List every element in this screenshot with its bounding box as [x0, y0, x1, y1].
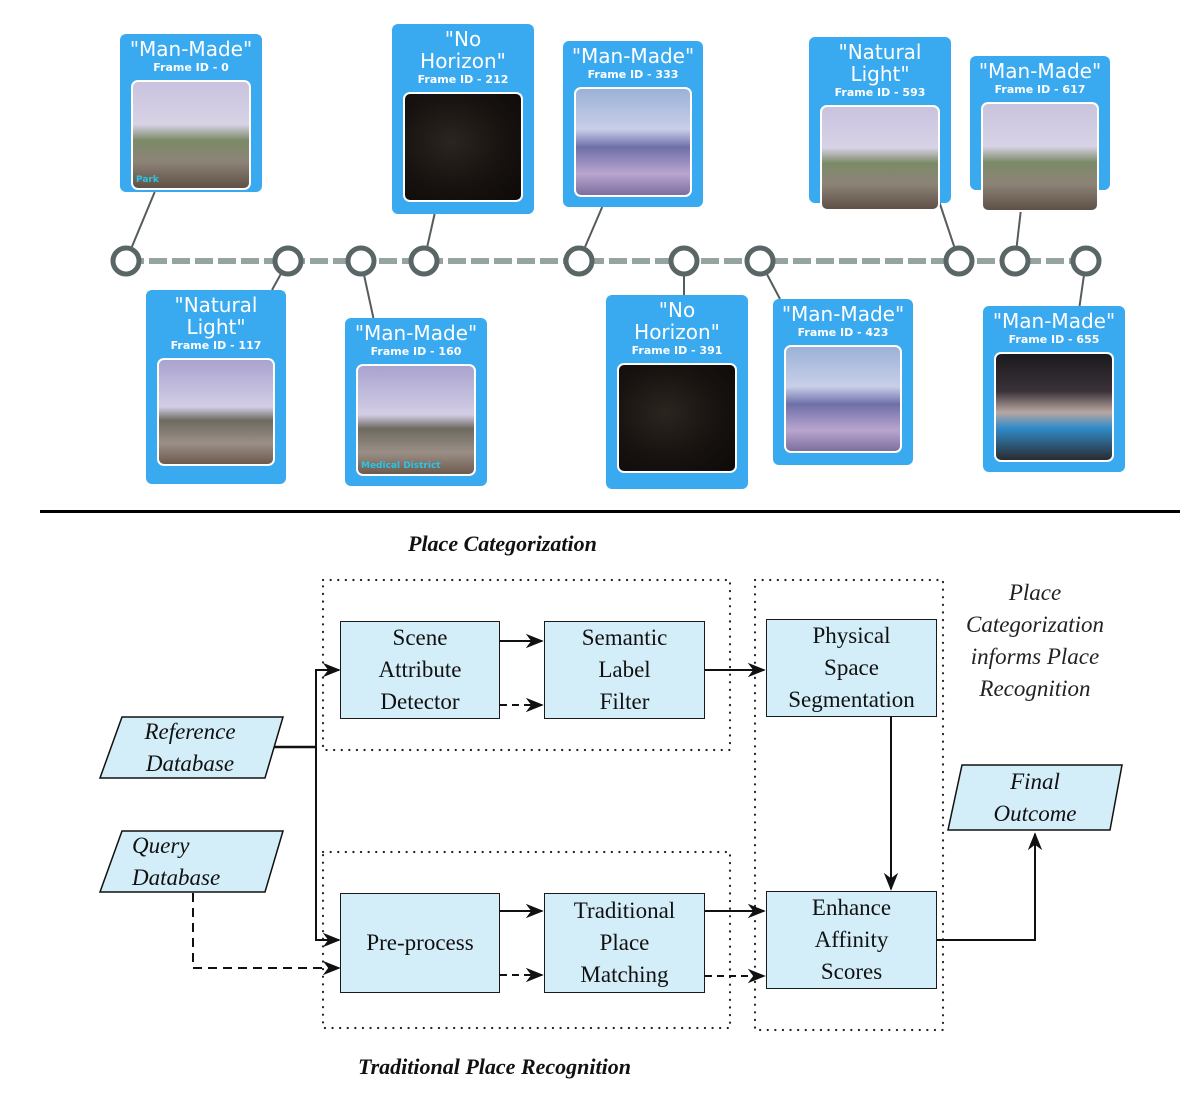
informs-note: Place Categorization informs Place Recog…	[965, 580, 1104, 701]
frame-id-label: Frame ID - 423	[797, 326, 889, 339]
timeline-node	[110, 245, 142, 277]
frame-id-label: Frame ID - 391	[631, 344, 723, 357]
frame-category-label: "No Horizon"	[634, 298, 720, 344]
frame-card: "Man-Made"Frame ID - 617	[970, 56, 1110, 212]
frame-id-label: Frame ID - 117	[170, 339, 262, 352]
final-outcome: Final Outcome	[993, 768, 1077, 826]
edge-trunk-to-scene	[315, 662, 341, 940]
frame-thumbnail	[157, 358, 275, 466]
scene-attribute-detector-box: Scene Attribute Detector	[340, 621, 500, 719]
frame-category-label: "Man-Made"	[781, 302, 905, 326]
section-divider	[40, 510, 1180, 513]
group-traditional-recognition	[321, 850, 732, 1030]
timeline-node	[1070, 245, 1102, 277]
frame-category-label: "No Horizon"	[420, 27, 506, 73]
frame-card: "Natural Light"Frame ID - 117	[146, 290, 286, 484]
physical-space-segmentation-box: Physical Space Segmentation	[766, 619, 937, 717]
place-categorization-title: Place Categorization	[408, 531, 597, 556]
timeline-nodes	[110, 245, 1102, 277]
timeline-node	[943, 245, 975, 277]
frame-category-label: "Man-Made"	[354, 321, 478, 345]
reference-database: Reference Database	[144, 719, 236, 776]
frame-thumbnail	[820, 105, 940, 211]
timeline-node	[345, 245, 377, 277]
timeline-node	[999, 245, 1031, 277]
frame-id-label: Frame ID - 593	[834, 86, 926, 99]
query-database-shape	[98, 830, 285, 893]
frame-card: "Man-Made"Frame ID - 0 Park	[120, 34, 262, 192]
frame-card: "Natural Light"Frame ID - 593	[809, 37, 951, 211]
frame-thumbnail	[981, 102, 1099, 212]
frame-thumbnail	[403, 92, 523, 202]
frame-category-label: "Natural Light"	[838, 40, 922, 86]
frame-category-label: "Man-Made"	[978, 59, 1102, 83]
frame-thumbnail	[574, 87, 692, 197]
thumbnail-station-overlay: Medical District	[361, 461, 441, 471]
frame-category-label: "Man-Made"	[992, 309, 1116, 333]
frame-card: "Man-Made"Frame ID - 423	[773, 299, 913, 465]
frame-category-label: "Man-Made"	[129, 37, 253, 61]
timeline	[110, 189, 1102, 319]
timeline-node	[408, 245, 440, 277]
frame-category-label: "Man-Made"	[571, 44, 695, 68]
frame-id-label: Frame ID - 617	[994, 83, 1086, 96]
flowchart-connections	[98, 578, 1123, 1032]
frame-category-label: "Natural Light"	[174, 293, 258, 339]
reference-database-shape	[98, 716, 285, 779]
frame-id-label: Frame ID - 655	[1008, 333, 1100, 346]
frame-id-label: Frame ID - 212	[417, 73, 509, 86]
edge-enhance-to-outcome	[937, 832, 1043, 941]
final-outcome-shape	[947, 764, 1123, 831]
frame-thumbnail	[617, 363, 737, 473]
edge-query-to-preprocess	[192, 893, 341, 976]
edge-trunk-to-preprocess	[315, 900, 341, 948]
timeline-node	[272, 245, 304, 277]
frame-card: "No Horizon"Frame ID - 391	[606, 295, 748, 489]
timeline-node	[563, 245, 595, 277]
preprocess-box: Pre-process	[340, 893, 500, 993]
frame-id-label: Frame ID - 0	[153, 61, 229, 74]
traditional-place-matching-box: Traditional Place Matching	[544, 893, 705, 993]
frame-id-label: Frame ID - 160	[370, 345, 462, 358]
traditional-place-recognition-title: Traditional Place Recognition	[358, 1054, 631, 1079]
timeline-node	[668, 245, 700, 277]
frame-card: "Man-Made"Frame ID - 333	[563, 41, 703, 207]
frame-card: "Man-Made"Frame ID - 655	[983, 306, 1125, 472]
frame-thumbnail	[994, 352, 1114, 462]
frame-thumbnail: Park	[131, 80, 251, 190]
frame-card: "No Horizon"Frame ID - 212	[392, 24, 534, 214]
enhance-affinity-scores-box: Enhance Affinity Scores	[766, 891, 937, 989]
query-database: Query Database	[132, 833, 221, 890]
frame-id-label: Frame ID - 333	[587, 68, 679, 81]
semantic-label-filter-box: Semantic Label Filter	[544, 621, 705, 719]
timeline-node	[744, 245, 776, 277]
thumbnail-station-overlay: Park	[136, 175, 159, 185]
frame-thumbnail: Medical District	[356, 364, 476, 476]
frame-thumbnail	[784, 345, 902, 453]
